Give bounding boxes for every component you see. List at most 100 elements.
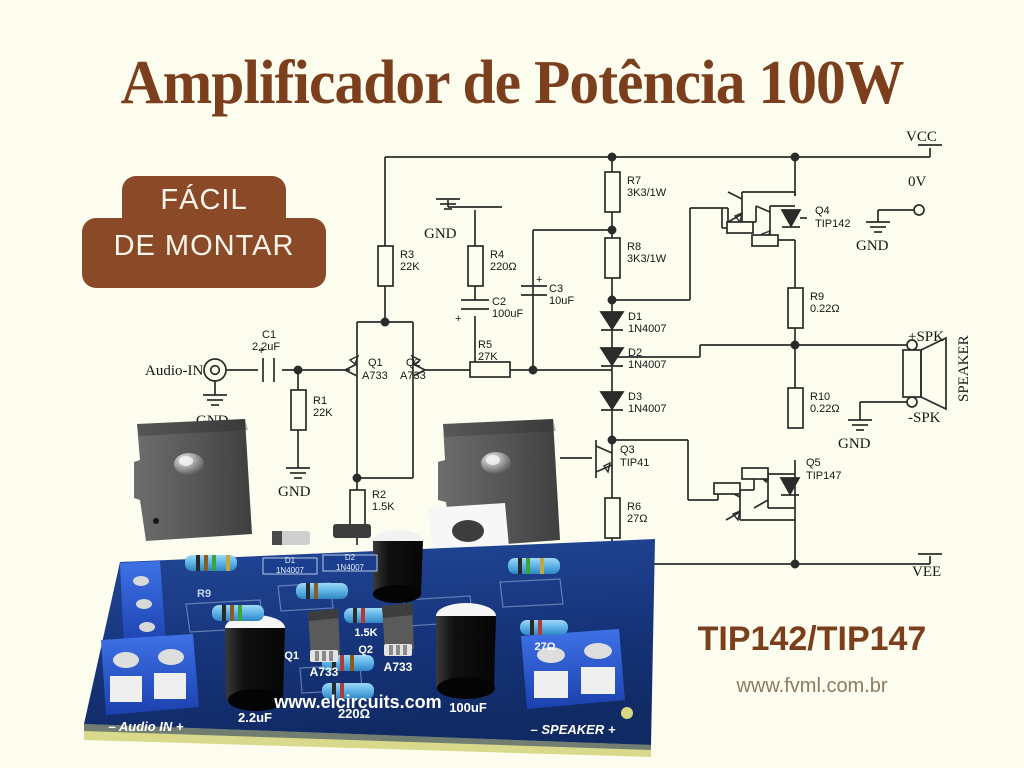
spk-minus-label: -SPK	[908, 410, 941, 426]
pcb-speaker-terminal-label: – SPEAKER +	[531, 722, 616, 737]
r7-value: 3K3/1W	[627, 187, 667, 199]
q3-ref: Q3	[620, 444, 635, 456]
d3-ref: D3	[628, 391, 642, 403]
r3-value: 22K	[400, 261, 420, 273]
component-c1: + C1 2.2uF	[252, 329, 280, 382]
r5-ref: R5	[478, 339, 492, 351]
component-r8: R8 3K3/1W	[604, 237, 667, 279]
footer-model-text: TIP142/TIP147	[697, 620, 927, 658]
power-package-left	[134, 419, 252, 541]
badge-bottom-shape	[82, 218, 326, 288]
facil-de-montar-badge: FÁCIL DE MONTAR	[82, 176, 326, 288]
d3-value: 1N4007	[628, 403, 667, 415]
gnd-r4-label: GND	[424, 226, 457, 242]
component-r6: R6 27Ω	[604, 497, 647, 539]
pcb-cap-input-label: 2.2uF	[238, 710, 272, 725]
pcb-capacitor-small	[373, 530, 423, 603]
q4-ref: Q4	[815, 205, 830, 217]
r8-ref: R8	[627, 241, 641, 253]
component-r4: GND R4 220Ω	[424, 198, 517, 287]
pcb-resistors: 1.5K 220Ω	[185, 555, 568, 721]
zero-volt-label: 0V	[908, 174, 927, 190]
pcb-r-1k5-label: 1.5K	[354, 627, 377, 639]
component-q3: Q3 TIP41	[595, 440, 649, 478]
r2-ref: R2	[372, 489, 386, 501]
c2-ref: C2	[492, 296, 506, 308]
pcb-r-27-label: 27Ω	[534, 641, 555, 653]
gnd-0v-label: GND	[856, 238, 889, 254]
pcb-capacitor-input: 2.2uF	[225, 615, 285, 725]
q1-value: A733	[362, 370, 388, 382]
r1-ref: R1	[313, 395, 327, 407]
component-r1: GND R1 22K	[278, 389, 333, 500]
vcc-label: VCC	[906, 129, 937, 145]
r4-value: 220Ω	[490, 261, 517, 273]
q1-ref: Q1	[368, 357, 383, 369]
component-d3: D3 1N4007	[599, 391, 667, 415]
pcb-transistor-q2: Q2 A733	[358, 603, 414, 674]
pcb-d1-ref-label: D1	[285, 556, 296, 565]
terminal-vcc: VCC	[906, 129, 937, 145]
c3-ref: C3	[549, 283, 563, 295]
terminal-vee: VEE	[912, 564, 941, 580]
d2-ref: D2	[628, 347, 642, 359]
d1-ref: D1	[628, 311, 642, 323]
d1-value: 1N4007	[628, 323, 667, 335]
pcb-terminal-audio-in: – Audio IN +	[101, 561, 199, 734]
r9-value: 0.22Ω	[810, 303, 840, 315]
c2-plus-sign: +	[455, 313, 461, 325]
pcb-transistor-q1: Q1 A733	[284, 609, 340, 679]
pcb-url-silkscreen: www.elcircuits.com	[273, 692, 441, 712]
component-q1: Q1 A733	[344, 352, 388, 388]
r6-value: 27Ω	[627, 513, 647, 525]
r6-ref: R6	[627, 501, 641, 513]
component-d1: D1 1N4007	[599, 311, 667, 335]
badge-line-2: DE MONTAR	[113, 230, 295, 262]
pcb-q2-value-label: A733	[384, 660, 413, 674]
pcb-d2-value-label: 1N4007	[336, 563, 365, 572]
component-r10: R10 0.22Ω	[787, 387, 840, 429]
speaker-symbol: +SPK -SPK GND SPEAKER	[838, 329, 972, 452]
audio-in-label: Audio-IN	[145, 363, 203, 379]
component-q5: Q5 TIP147	[713, 457, 841, 522]
component-r3: R3 22K	[377, 245, 420, 287]
r5-value: 27K	[478, 351, 498, 363]
r4-ref: R4	[490, 249, 504, 261]
schematic-wires	[225, 144, 942, 565]
c1-plus-sign: +	[258, 345, 264, 357]
r10-value: 0.22Ω	[810, 403, 840, 415]
pcb-cap-output-label: 100uF	[449, 700, 487, 715]
q2-ref: Q2	[406, 357, 421, 369]
pcb-q2-ref-label: Q2	[358, 644, 373, 656]
r7-ref: R7	[627, 175, 641, 187]
component-d2: D2 1N4007	[599, 347, 667, 371]
speaker-label: SPEAKER	[956, 335, 972, 402]
r2-value: 1.5K	[372, 501, 395, 513]
component-c2: + C2 100uF	[455, 296, 523, 325]
r1-value: 22K	[313, 407, 333, 419]
gnd-spk-label: GND	[838, 436, 871, 452]
power-package-middle	[428, 419, 560, 564]
component-q4: Q4 TIP142	[721, 191, 850, 247]
vee-label: VEE	[912, 564, 941, 580]
c1-value: 2.2uF	[252, 341, 280, 353]
terminal-0v: 0V GND	[856, 174, 927, 254]
r3-ref: R3	[400, 249, 414, 261]
pcb-d2-ref-label: D2	[345, 553, 356, 562]
pcb-q1-value-label: A733	[310, 665, 339, 679]
component-q2: Q2 A733	[400, 352, 426, 388]
component-r7: R7 3K3/1W	[604, 171, 667, 213]
pcb-r9-ref-label: R9	[197, 588, 211, 600]
pcb-terminal-speaker: – SPEAKER +	[521, 629, 625, 737]
component-r2: R2 1.5K	[349, 489, 395, 531]
footer-url-text: www.fvml.com.br	[736, 675, 888, 697]
q5-ref: Q5	[806, 457, 821, 469]
c3-value: 10uF	[549, 295, 574, 307]
q2-value: A733	[400, 370, 426, 382]
pcb-audio-in-terminal-label: – Audio IN +	[109, 719, 184, 734]
pcb-diodes: D1 1N4007 D2 1N4007	[262, 524, 378, 575]
component-r5: R5 27K	[469, 339, 511, 378]
